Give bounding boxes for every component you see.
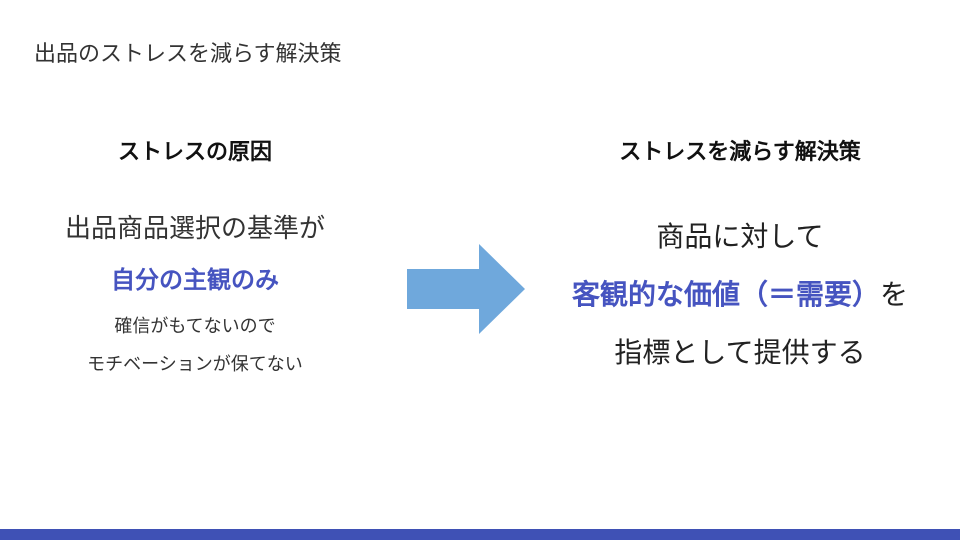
solution-line-2: 客観的な価値（＝需要）を [555,266,925,324]
slide-title: 出品のストレスを減らす解決策 [34,42,342,67]
solution-line-3: 指標として提供する [614,336,866,369]
solution-emphasis: 客観的な価値（＝需要） [571,278,880,311]
cause-emphasis: 自分の主観のみ [111,266,279,294]
cause-column: ストレスの原因 出品商品選択の基準が 自分の主観のみ 確信がもてないので モチベ… [40,136,350,384]
solution-column: ストレスを減らす解決策 商品に対して 客観的な価値（＝需要）を 指標として提供す… [555,136,925,382]
solution-line-2-suffix: を [880,278,909,311]
cause-heading: ストレスの原因 [117,140,272,165]
cause-detail-1: 確信がもてないので [114,316,276,337]
bottom-accent-bar [0,529,960,540]
solution-heading: ストレスを減らす解決策 [619,140,861,165]
right-arrow-icon [407,244,525,334]
cause-line: 出品商品選択の基準が [64,214,325,244]
solution-line-1: 商品に対して [656,220,824,253]
cause-detail-2: モチベーションが保てない [87,354,303,375]
